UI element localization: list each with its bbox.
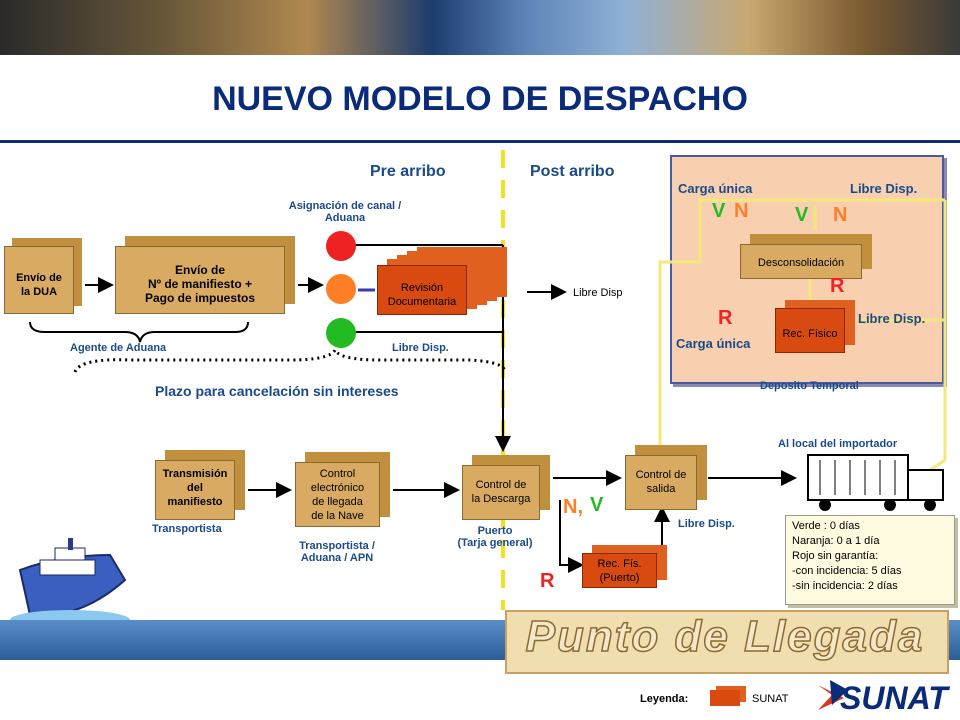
- bracket-agente: [29, 321, 249, 343]
- carga-unica-top-label: Carga única: [678, 181, 753, 196]
- arrow-descarga-recfis: [559, 500, 584, 573]
- libre-disp-green-label: Libre Disp.: [392, 342, 449, 354]
- envio-dua-block: Envío de la DUA: [4, 246, 74, 314]
- legend-line-rojo: Rojo sin garantía:: [792, 550, 879, 562]
- plazo-label: Plazo para cancelación sin intereses: [155, 383, 399, 399]
- revision-block: Revisión Documentaria: [377, 265, 467, 315]
- phase-pre-label: Pre arribo: [370, 163, 446, 180]
- phase-post-label: Post arribo: [530, 163, 615, 180]
- green-light: [326, 318, 356, 348]
- v-letter-descarga: V: [590, 494, 604, 516]
- libre-disp-salida-label: Libre Disp.: [678, 518, 735, 530]
- control-salida-block: Control de salida: [625, 455, 697, 510]
- puerto-label: Puerto (Tarja general): [457, 525, 533, 549]
- r-letter-carga: R: [718, 307, 733, 329]
- libre-disp-rev-label: Libre Disp: [573, 287, 623, 299]
- desconsolidacion-block: Desconsolidación: [740, 244, 862, 279]
- legend-box: Verde : 0 días Naranja: 0 a 1 día Rojo s…: [785, 515, 955, 605]
- leyenda-item-label: SUNAT: [752, 693, 789, 705]
- n-letter-right: N: [833, 204, 848, 226]
- control-descarga-block: Control de la Descarga: [462, 465, 540, 520]
- punto-banner: [505, 610, 949, 674]
- legend-line-con: -con incidencia: 5 días: [792, 565, 902, 577]
- rec-fis-puerto-block: Rec. Fís. (Puerto): [582, 553, 657, 588]
- r-letter-puerto: R: [540, 570, 555, 592]
- v-letter-right: V: [795, 204, 809, 226]
- control-electronico-block: Control electrónico de llegada de la Nav…: [295, 462, 380, 527]
- sunat-brand: SUNAT: [840, 680, 948, 716]
- yellow-flow-left: [658, 198, 945, 475]
- asignacion-label: Asignación de canal / Aduana: [288, 200, 402, 224]
- deposito-label: Deposito Temporal: [760, 380, 859, 392]
- ship-icon: [10, 538, 130, 630]
- punto-title: Punto de Llegada: [525, 611, 925, 662]
- sunat-logo-icon: [818, 680, 848, 710]
- n-letter-left: N: [734, 200, 749, 222]
- bracket-plazo: [73, 346, 507, 373]
- arrow-into-truck: [929, 458, 946, 472]
- al-local-label: Al local del importador: [778, 438, 898, 450]
- libre-disp-top-label: Libre Disp.: [850, 181, 918, 196]
- leyenda-swatch: [710, 690, 740, 706]
- legend-line-sin: -sin incidencia: 2 días: [792, 580, 898, 592]
- leyenda-label: Leyenda:: [640, 693, 689, 705]
- orange-light: [326, 274, 356, 304]
- page-title: NUEVO MODELO DE DESPACHO: [212, 80, 748, 118]
- envio-manifiesto-block: Envío de Nº de manifiesto + Pago de impu…: [115, 246, 285, 314]
- legend-line-naranja: Naranja: 0 a 1 día: [792, 535, 880, 547]
- carga-unica-bottom-label: Carga única: [676, 336, 751, 351]
- transportista-label: Transportista: [152, 523, 222, 535]
- legend-line-verde: Verde : 0 días: [792, 520, 860, 532]
- r-letter-deposito: R: [830, 275, 845, 297]
- header-banner-image: [0, 0, 960, 55]
- n-letter-descarga: N,: [563, 496, 583, 518]
- transmision-block: Transmisión del manifiesto: [155, 460, 235, 520]
- rec-fisico-block: Rec. Físico: [775, 308, 845, 353]
- v-letter-left: V: [712, 200, 726, 222]
- libre-disp-mid-label: Libre Disp.: [858, 311, 926, 326]
- agente-label: Agente de Aduana: [70, 342, 167, 354]
- title-divider: [0, 140, 960, 143]
- truck-icon: [807, 454, 944, 511]
- red-light: [326, 231, 356, 261]
- transportista-aduana-label: Transportista / Aduana / APN: [299, 540, 375, 564]
